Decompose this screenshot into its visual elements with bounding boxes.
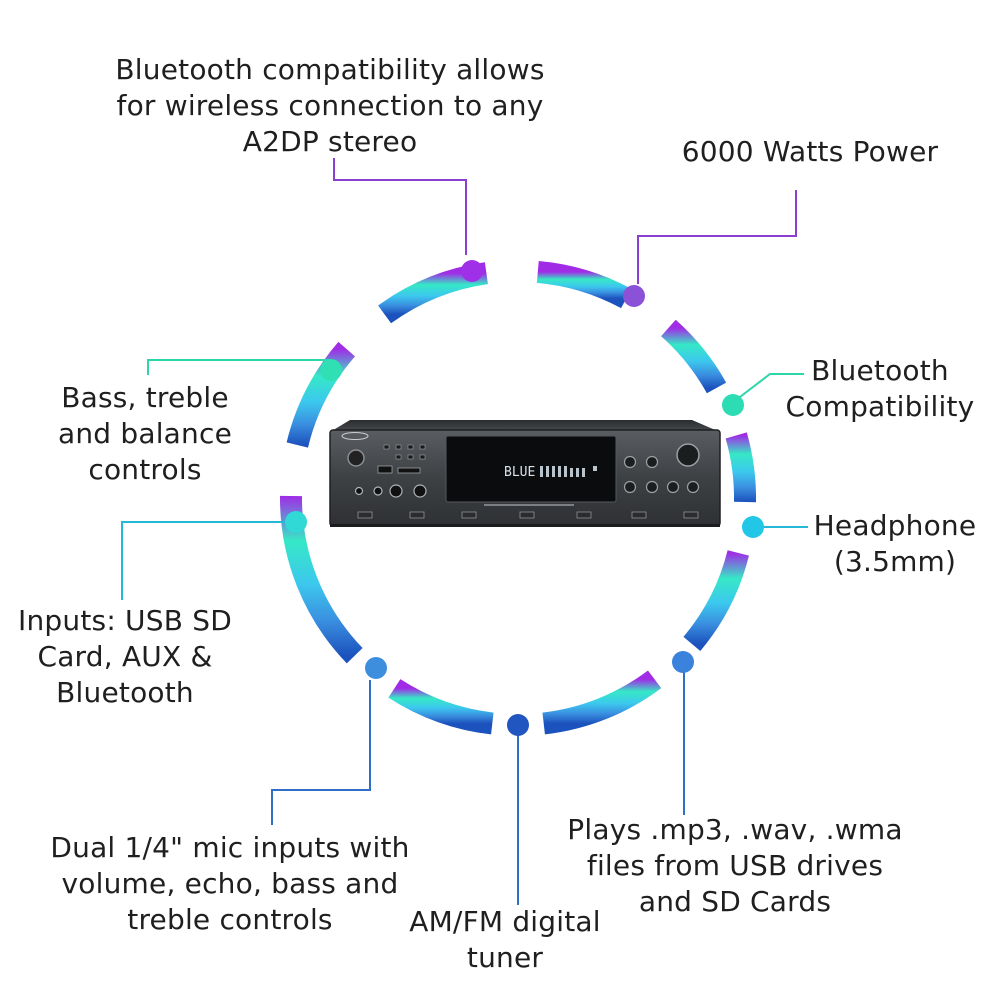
label-bluetooth-compat: Bluetooth Compatibility	[785, 354, 975, 423]
leader-bluetooth-a2dp	[333, 158, 467, 255]
dot-playback	[672, 651, 694, 673]
label-inputs: Inputs: USB SD Card, AUX & Bluetooth	[18, 604, 232, 709]
leader-bluetooth-compat	[735, 373, 804, 401]
leader-mic	[271, 680, 371, 825]
label-bluetooth-a2dp: Bluetooth compatibility allows for wirel…	[115, 53, 545, 158]
ring-segment	[725, 432, 757, 503]
leader-power	[637, 190, 797, 284]
ring-segment	[542, 670, 662, 735]
amplifier-image: BLUE	[329, 420, 721, 527]
label-headphone: Headphone (3.5mm)	[813, 509, 977, 578]
label-tuner: AM/FM digital tuner	[409, 905, 601, 974]
dot-tone	[320, 359, 342, 381]
label-tone-controls: Bass, treble and balance controls	[57, 381, 232, 486]
display-readout: BLUE	[504, 465, 535, 480]
dot-tuner	[507, 714, 529, 736]
ring-segment	[660, 319, 727, 394]
leader-tone	[147, 359, 331, 375]
label-mic-inputs: Dual 1/4" mic inputs with volume, echo, …	[50, 831, 410, 936]
ring-segment	[683, 550, 749, 651]
dot-bluetooth-compat	[722, 394, 744, 416]
dot-bluetooth-a2dp	[461, 260, 483, 282]
dot-power	[623, 285, 645, 307]
label-playback: Plays .mp3, .wav, .wma files from USB dr…	[567, 813, 903, 918]
dot-mic	[365, 657, 387, 679]
label-power: 6000 Watts Power	[681, 135, 939, 168]
leader-inputs	[121, 521, 296, 600]
dot-inputs	[285, 511, 307, 533]
ring-segment	[286, 341, 356, 448]
ring-segment	[388, 679, 494, 735]
ring-segment	[536, 260, 632, 309]
dot-headphone	[742, 516, 764, 538]
feature-ring	[279, 260, 757, 735]
